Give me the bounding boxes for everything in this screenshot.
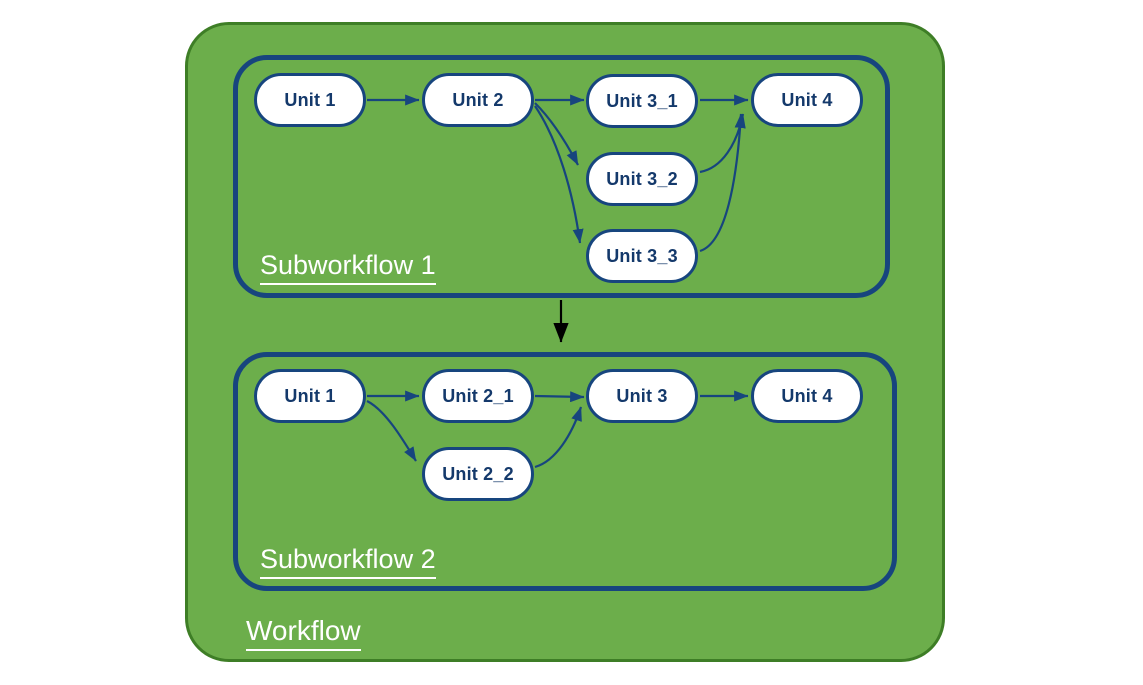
node-sw1-unit1: Unit 1 xyxy=(254,73,366,127)
node-sw2-unit2_1: Unit 2_1 xyxy=(422,369,534,423)
node-sw2-unit2_2: Unit 2_2 xyxy=(422,447,534,501)
node-sw1-unit4: Unit 4 xyxy=(751,73,863,127)
node-sw1-unit3_3: Unit 3_3 xyxy=(586,229,698,283)
node-sw2-unit3: Unit 3 xyxy=(586,369,698,423)
subworkflow-2-container xyxy=(233,352,897,591)
node-sw1-unit2: Unit 2 xyxy=(422,73,534,127)
subworkflow-2-label: Subworkflow 2 xyxy=(260,544,436,579)
node-sw2-unit1: Unit 1 xyxy=(254,369,366,423)
node-sw1-unit3_2: Unit 3_2 xyxy=(586,152,698,206)
subworkflow-1-label: Subworkflow 1 xyxy=(260,250,436,285)
node-sw2-unit4: Unit 4 xyxy=(751,369,863,423)
node-sw1-unit3_1: Unit 3_1 xyxy=(586,74,698,128)
workflow-label: Workflow xyxy=(246,615,361,651)
subworkflow-1-container xyxy=(233,55,890,298)
